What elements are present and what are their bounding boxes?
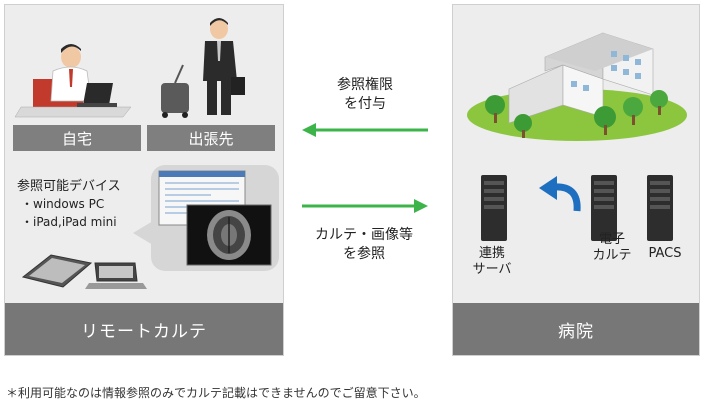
server-racks: [481, 175, 673, 241]
tablet-laptop-icon: [21, 254, 147, 289]
hospital-footer: 病院: [453, 303, 699, 355]
remote-karte-panel: 自宅 出張先 参照可能デバイス ・windows PC ・iPad,iPad m…: [4, 4, 284, 356]
view-records-line-1: カルテ・画像等: [315, 227, 413, 243]
emr-server-label-line-2: カルテ: [592, 248, 632, 263]
arrow-to-hospital-icon: [302, 199, 428, 213]
devices-title: 参照可能デバイス: [17, 179, 121, 194]
bubble-tail: [133, 221, 153, 245]
emr-server-label: 電子 カルテ: [584, 232, 640, 264]
pacs-server-label: PACS: [640, 246, 690, 262]
pacs-server-label-line-1: PACS: [648, 246, 682, 261]
hospital-panel: 病院: [452, 4, 700, 356]
business-trip-icon: [161, 18, 245, 118]
remote-karte-footer: リモートカルテ: [5, 303, 283, 355]
device-windows-pc: ・windows PC: [21, 197, 105, 211]
grant-access-line-1: 参照権限: [337, 77, 393, 93]
karte-screens-icon: [158, 170, 272, 266]
pacs-server-icon: [647, 175, 673, 241]
emr-server-icon: [591, 175, 617, 241]
emr-server-label-line-1: 電子: [598, 232, 625, 247]
home-label: 自宅: [13, 125, 141, 151]
usage-note: ＊利用可能なのは情報参照のみでカルテ記載はできませんのでご留意下さい。: [6, 386, 426, 400]
link-server-label-line-2: サーバ: [472, 262, 512, 277]
home-worker-icon: [14, 44, 132, 118]
business-trip-label: 出張先: [147, 125, 275, 151]
tree-icons: [485, 90, 668, 138]
link-server-label-line-1: 連携: [478, 246, 505, 261]
link-server-icon: [481, 175, 507, 241]
grant-access-label: 参照権限 を付与: [306, 76, 424, 114]
sync-arrow-icon: [539, 176, 581, 212]
arrow-to-remote-icon: [302, 123, 428, 137]
device-ipad: ・iPad,iPad mini: [21, 215, 117, 229]
hospital-building-icon: [467, 32, 687, 141]
grant-access-line-2: を付与: [344, 96, 386, 112]
view-records-label: カルテ・画像等 を参照: [298, 226, 430, 264]
home-trip-illustration: [14, 18, 245, 118]
link-server-label: 連携 サーバ: [464, 246, 520, 278]
view-records-line-2: を参照: [343, 246, 385, 262]
